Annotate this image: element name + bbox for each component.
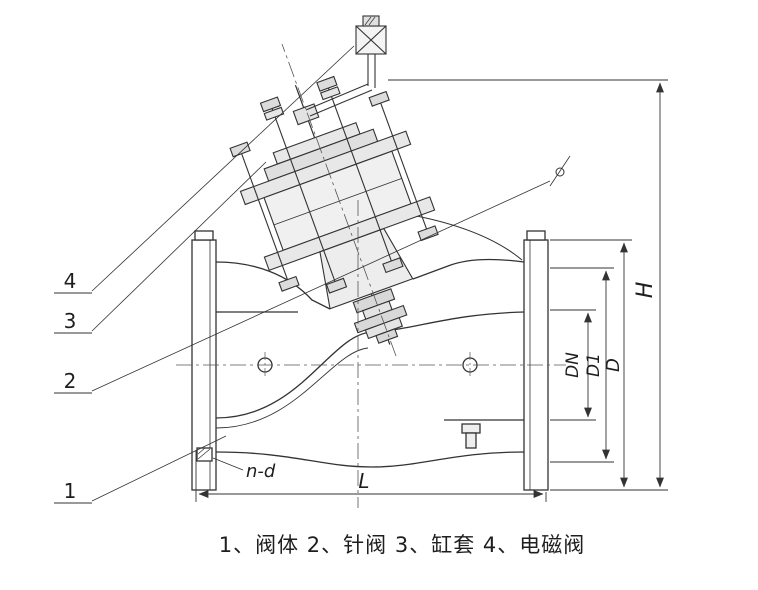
tie-studs — [229, 75, 439, 294]
callout-3-number: 3 — [64, 309, 77, 333]
callout-1: 1 — [54, 435, 227, 504]
dimensions — [195, 79, 668, 502]
needle-valve-fitting — [555, 167, 565, 177]
callout-3-leader — [91, 161, 267, 332]
dimension-labels: DN D1 D H L n-d — [246, 282, 658, 493]
flange-bolt-hole-nd — [196, 447, 213, 462]
callout-4: 4 — [54, 45, 355, 294]
drain-plug — [461, 423, 481, 434]
flange-right-hub — [526, 230, 546, 241]
callout-1-number: 1 — [64, 479, 77, 503]
dim-H-label: H — [633, 282, 658, 299]
dim-D1-label: D1 — [584, 353, 604, 377]
callout-3: 3 — [54, 161, 267, 334]
actuator-assembly — [229, 75, 439, 345]
figure-caption: 1、阀体 2、针阀 3、缸套 4、电磁阀 — [219, 533, 585, 557]
needle-valve-stack — [352, 288, 408, 344]
callout-4-leader — [91, 45, 355, 292]
dim-DN-label: DN — [563, 352, 583, 378]
callout-2-leader — [91, 180, 551, 392]
dim-nd-label: n-d — [246, 461, 276, 482]
callout-1-leader — [91, 435, 227, 502]
bonnet-neck — [319, 227, 414, 310]
flange-left-hub — [194, 230, 214, 241]
callout-2: 2 — [54, 155, 571, 394]
nd-leader — [212, 457, 244, 471]
callout-2-number: 2 — [64, 369, 77, 393]
callout-4-number: 4 — [64, 269, 77, 293]
part-callouts: 4 3 2 1 — [54, 45, 571, 504]
solenoid-coil-cap — [362, 15, 380, 27]
dim-D-label: D — [603, 358, 624, 372]
solenoid-valve — [305, 15, 387, 117]
dim-L-label: L — [358, 469, 369, 493]
